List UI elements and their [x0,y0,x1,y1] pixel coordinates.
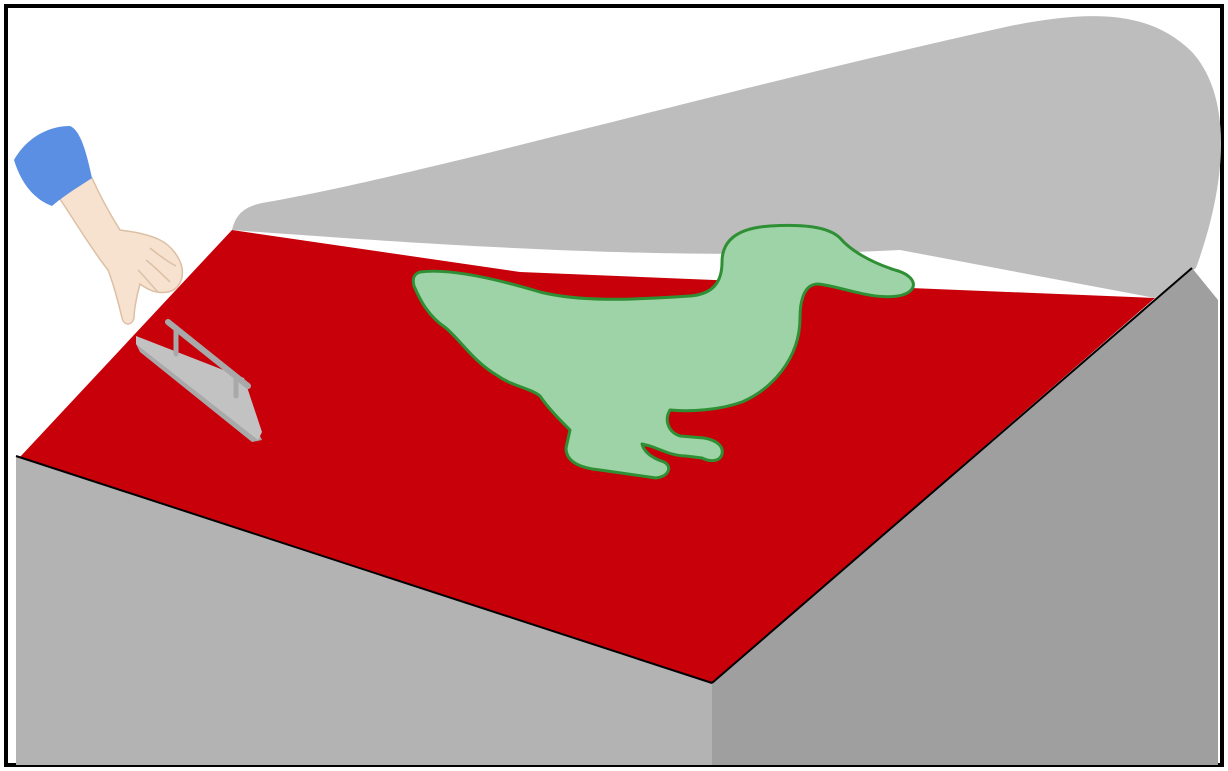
trowel-handle-bar [165,319,251,389]
hand-icon [14,126,184,325]
duck-silhouette-icon [411,223,915,480]
slab-front-face [16,456,712,765]
hand-skin [56,177,184,325]
hand-finger-lines [137,247,177,293]
slab-right-face [712,268,1218,765]
sleeve [14,126,92,206]
trowel-icon [136,319,262,442]
slab-front-edge [15,455,713,684]
trowel-plate [136,336,262,440]
slab-right-edge [711,267,1193,684]
rolled-sheet [232,16,1221,298]
